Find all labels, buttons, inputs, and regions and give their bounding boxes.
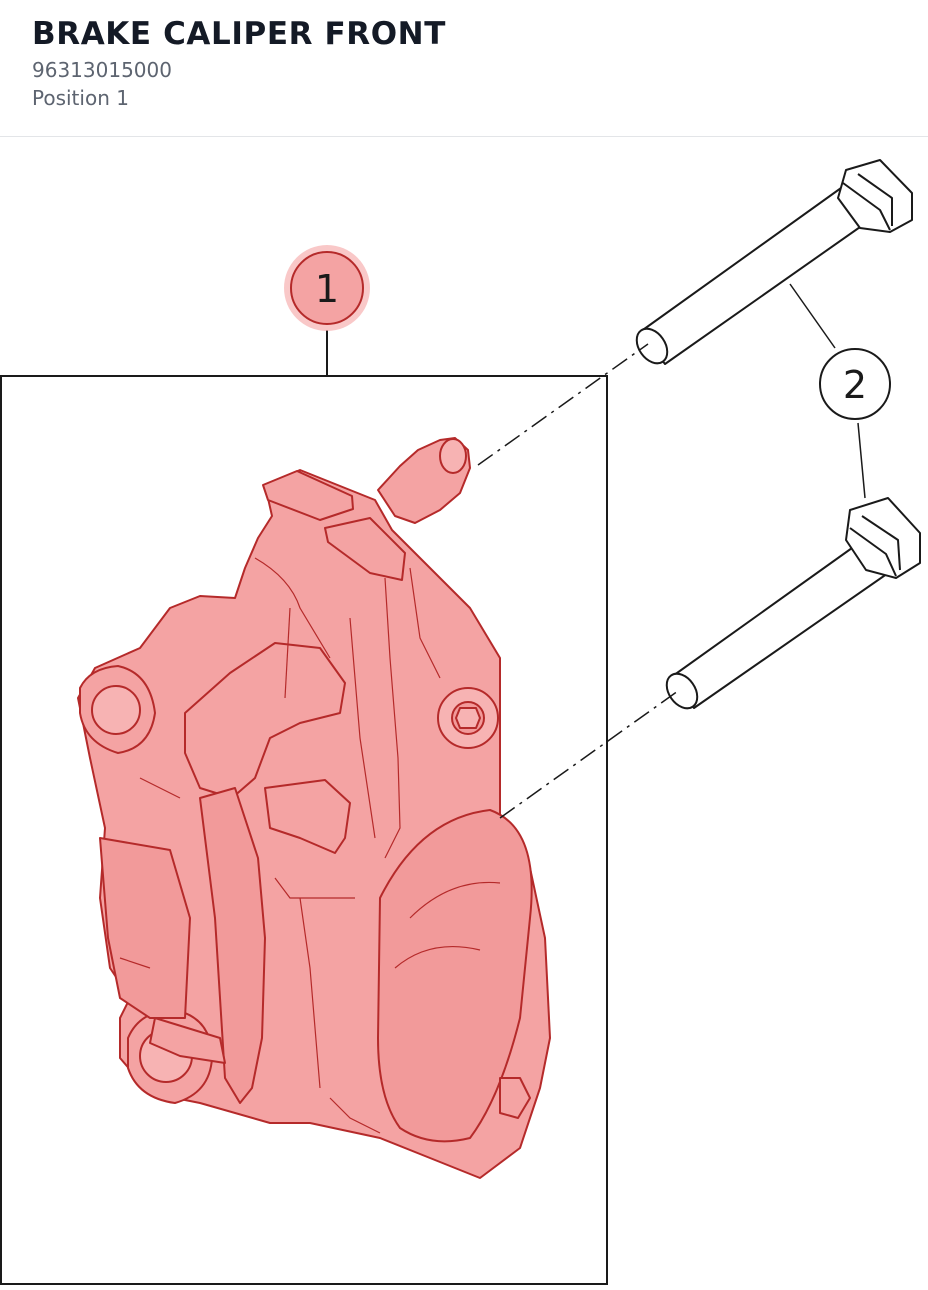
callout-1-label: 1	[315, 267, 339, 311]
callout-2-label: 2	[843, 363, 867, 407]
callout-1[interactable]: 1	[284, 245, 370, 331]
callout-2-leader-upper	[789, 283, 836, 349]
caliper-bolt-lower[interactable]	[660, 497, 921, 714]
exploded-parts-diagram: 1 2	[0, 159, 921, 1285]
caliper-group-frame	[0, 375, 608, 1285]
page-title: BRAKE CALIPER FRONT	[32, 16, 446, 52]
callout-2-leader-lower	[857, 422, 866, 499]
caliper-bolt-upper[interactable]	[630, 159, 913, 369]
callout-2[interactable]: 2	[819, 348, 891, 420]
part-header: BRAKE CALIPER FRONT 96313015000 Position…	[0, 0, 928, 137]
caliper-detail-lines	[119, 557, 501, 1134]
part-number: 96313015000	[32, 58, 172, 82]
position-label: Position 1	[32, 86, 129, 110]
bolt-upper-alignment-line	[477, 343, 649, 466]
brake-caliper-part[interactable]	[77, 437, 551, 1179]
bolt-lower-alignment-line	[499, 690, 679, 819]
